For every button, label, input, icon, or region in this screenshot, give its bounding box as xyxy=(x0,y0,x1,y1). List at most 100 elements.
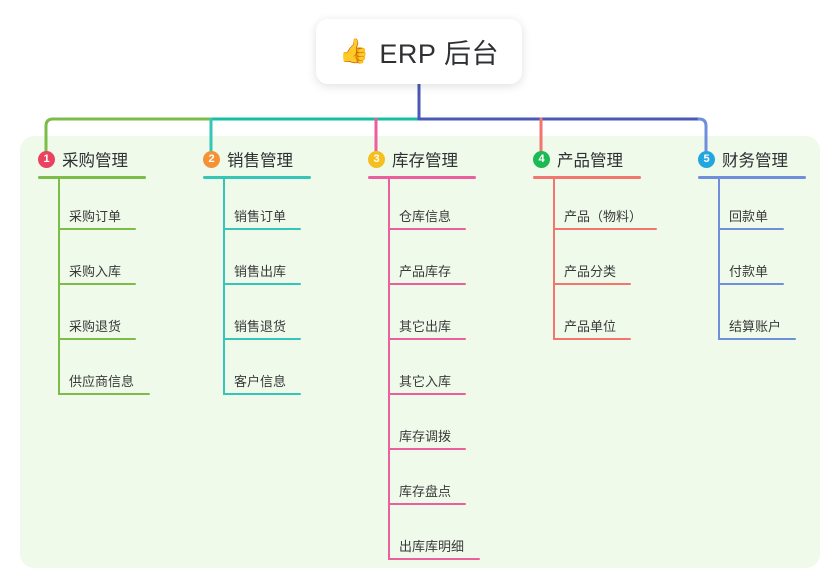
branch-header-underline xyxy=(38,176,146,179)
branch-number-badge: 3 xyxy=(368,150,385,168)
branch-item-label: 产品单位 xyxy=(564,319,617,334)
branch-number-badge: 2 xyxy=(203,150,220,168)
branch-item[interactable]: 销售退货 xyxy=(203,289,311,344)
branch-item-label: 产品（物料） xyxy=(564,209,643,224)
branch-item[interactable]: 仓库信息 xyxy=(368,179,476,234)
branch-item-underline xyxy=(718,228,784,230)
branch-item-label: 采购入库 xyxy=(69,264,122,279)
branch-item-underline xyxy=(58,228,136,230)
branch-item[interactable]: 回款单 xyxy=(698,179,806,234)
branch-column-1: 1 采购管理采购订单采购入库采购退货供应商信息 xyxy=(38,146,150,399)
branch-column-4: 4 产品管理产品（物料） 产品分类产品单位 xyxy=(533,146,657,344)
branch-item[interactable]: 付款单 xyxy=(698,234,806,289)
branch-item-underline xyxy=(553,283,631,285)
branch-item-underline xyxy=(388,283,466,285)
branch-column-3: 3 库存管理仓库信息产品库存其它出库其它入库库存调拨库存盘点出库库明细 xyxy=(368,146,480,564)
branch-spine xyxy=(718,179,720,340)
branch-item-label: 客户信息 xyxy=(234,374,287,389)
branch-item-label: 产品分类 xyxy=(564,264,617,279)
branch-header-underline xyxy=(203,176,311,179)
branch-item-label: 其它入库 xyxy=(399,374,452,389)
branch-item[interactable]: 销售出库 xyxy=(203,234,311,289)
branch-title: 财务管理 xyxy=(722,152,788,170)
branch-item-underline xyxy=(58,338,136,340)
branch-item-underline xyxy=(388,503,466,505)
branch-header-1[interactable]: 1 采购管理 xyxy=(38,146,146,172)
branch-number-badge: 1 xyxy=(38,150,55,168)
branch-item-list: 销售订单销售出库销售退货客户信息 xyxy=(203,179,311,399)
branch-item[interactable]: 库存调拨 xyxy=(368,399,476,454)
branch-header-4[interactable]: 4 产品管理 xyxy=(533,146,641,172)
branch-item[interactable]: 产品分类 xyxy=(533,234,641,289)
branch-item-label: 产品库存 xyxy=(399,264,452,279)
branch-item[interactable]: 产品（物料） xyxy=(533,179,657,234)
branch-item-label: 仓库信息 xyxy=(399,209,452,224)
branch-title: 销售管理 xyxy=(227,152,293,170)
branch-item[interactable]: 结算账户 xyxy=(698,289,806,344)
branch-item-underline xyxy=(718,338,796,340)
branch-column-2: 2 销售管理销售订单销售出库销售退货客户信息 xyxy=(203,146,311,399)
branch-item[interactable]: 库存盘点 xyxy=(368,454,476,509)
branch-item-label: 销售订单 xyxy=(234,209,287,224)
branch-item-list: 采购订单采购入库采购退货供应商信息 xyxy=(38,179,150,399)
branch-item[interactable]: 采购订单 xyxy=(38,179,146,234)
branch-item-label: 库存调拨 xyxy=(399,429,452,444)
branch-item-label: 回款单 xyxy=(729,209,769,224)
root-title-text: ERP 后台 xyxy=(379,39,499,69)
branch-item[interactable]: 采购退货 xyxy=(38,289,146,344)
branch-item-underline xyxy=(388,338,466,340)
branch-header-3[interactable]: 3 库存管理 xyxy=(368,146,476,172)
branch-item-label: 其它出库 xyxy=(399,319,452,334)
branch-item-underline xyxy=(388,228,466,230)
branch-item[interactable]: 供应商信息 xyxy=(38,344,150,399)
branch-item-underline xyxy=(223,283,301,285)
branch-item-label: 供应商信息 xyxy=(69,374,135,389)
branch-item-underline xyxy=(223,393,301,395)
branch-item-underline xyxy=(388,393,466,395)
branch-item-label: 结算账户 xyxy=(729,319,782,334)
branch-item[interactable]: 采购入库 xyxy=(38,234,146,289)
branch-item[interactable]: 产品单位 xyxy=(533,289,641,344)
branch-item[interactable]: 出库库明细 xyxy=(368,509,480,564)
branch-item-label: 销售出库 xyxy=(234,264,287,279)
branch-header-underline xyxy=(698,176,806,179)
branch-item-underline xyxy=(58,283,136,285)
root-title: 👍 ERP 后台 xyxy=(339,32,499,71)
branch-item-list: 回款单付款单结算账户 xyxy=(698,179,806,344)
branch-item-list: 仓库信息产品库存其它出库其它入库库存调拨库存盘点出库库明细 xyxy=(368,179,480,564)
root-node-card[interactable]: 👍 ERP 后台 xyxy=(316,19,522,84)
branch-item-underline xyxy=(553,338,631,340)
branch-item-underline xyxy=(553,228,657,230)
branch-item-label: 采购退货 xyxy=(69,319,122,334)
branch-header-2[interactable]: 2 销售管理 xyxy=(203,146,311,172)
branch-spine xyxy=(58,179,60,395)
branch-item-label: 出库库明细 xyxy=(399,539,465,554)
branch-item-label: 销售退货 xyxy=(234,319,287,334)
branch-item-underline xyxy=(223,228,301,230)
branch-item[interactable]: 其它出库 xyxy=(368,289,476,344)
branch-header-underline xyxy=(533,176,641,179)
branch-item-underline xyxy=(388,558,480,560)
branch-item-underline xyxy=(388,448,466,450)
branch-title: 库存管理 xyxy=(392,152,458,170)
branch-number-badge: 4 xyxy=(533,150,550,168)
branch-title: 采购管理 xyxy=(62,152,128,170)
branch-item[interactable]: 客户信息 xyxy=(203,344,311,399)
diagram-background-panel xyxy=(20,136,820,568)
thumbs-up-icon: 👍 xyxy=(339,37,370,65)
branch-item[interactable]: 销售订单 xyxy=(203,179,311,234)
branch-item-list: 产品（物料） 产品分类产品单位 xyxy=(533,179,657,344)
branch-item-label: 付款单 xyxy=(729,264,769,279)
branch-item-underline xyxy=(223,338,301,340)
branch-spine xyxy=(223,179,225,395)
branch-title: 产品管理 xyxy=(557,152,623,170)
branch-item-underline xyxy=(58,393,150,395)
branch-item-underline xyxy=(718,283,784,285)
branch-header-underline xyxy=(368,176,476,179)
branch-item[interactable]: 产品库存 xyxy=(368,234,476,289)
branch-item[interactable]: 其它入库 xyxy=(368,344,476,399)
branch-item-label: 采购订单 xyxy=(69,209,122,224)
